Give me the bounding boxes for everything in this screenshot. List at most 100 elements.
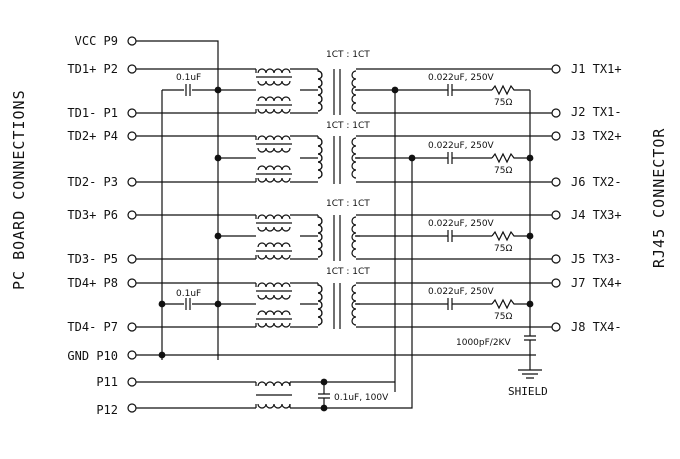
pin-j5: [551, 254, 561, 264]
choke-coil-1-upper: [257, 68, 291, 74]
pin-td2m-p3: [127, 177, 137, 187]
xfmr-secondary-coil-2: [351, 137, 357, 179]
choke-coil-1-b-upper: [257, 96, 291, 102]
choke-out-3: [290, 214, 318, 260]
rj-cap-label-3: 0.022uF, 250V: [428, 219, 495, 229]
pin-p12: [127, 403, 137, 413]
ratio-label-1: 1CT : 1CT: [326, 50, 370, 60]
pin-gnd-p10: [127, 350, 137, 360]
choke-out-1: [290, 68, 318, 114]
xfmr-core-2: [333, 136, 341, 184]
pin-j7: [551, 278, 561, 288]
pin-label-td4p-p8: TD4+ P8: [67, 276, 118, 290]
xfmr-sec-leads-3: [356, 214, 360, 260]
pin-label-td1p-p2: TD1+ P2: [67, 62, 118, 76]
choke-coil-3-b-lower: [257, 254, 291, 260]
choke-coil-3-lower: [257, 226, 291, 232]
res-label-4: 75Ω: [494, 312, 512, 322]
choke-coil-1-b-lower: [257, 108, 291, 114]
pin-td3m-p5: [127, 254, 137, 264]
xfmr-sec-leads-2: [356, 135, 360, 183]
xfmr-primary-coil-3: [317, 216, 323, 258]
left-pin-circles: [127, 36, 137, 413]
cap-label-td1: 0.1uF: [176, 73, 201, 83]
ratio-label-2: 1CT : 1CT: [326, 121, 370, 131]
filter-choke-leads: [255, 382, 291, 408]
choke-out-2: [290, 135, 318, 183]
component-labels: 1CT : 1CT 1CT : 1CT 1CT : 1CT 1CT : 1CT …: [176, 50, 548, 403]
pin-j4: [551, 210, 561, 220]
cap-label-td4: 0.1uF: [176, 289, 201, 299]
rj45-connector-label: RJ45 CONNECTOR: [650, 128, 668, 268]
pin-label-td4m-p7: TD4- P7: [67, 320, 118, 334]
filter-choke-lower: [257, 403, 291, 409]
pin-td3p-p6: [127, 210, 137, 220]
pin-label-j5-tx3m: J5 TX3-: [571, 252, 622, 266]
xfmr-sec-leads-4: [356, 282, 360, 328]
choke-coil-1-lower: [257, 80, 291, 86]
xfmr-secondary-coil-1: [351, 70, 357, 112]
xfmr-core-1: [333, 69, 341, 115]
xfmr-primary-coil-2: [317, 137, 323, 179]
rj-cap-label-4: 0.022uF, 250V: [428, 287, 495, 297]
pin-j8: [551, 322, 561, 332]
xfmr-core-4: [333, 283, 341, 329]
pin-label-j1-tx1p: J1 TX1+: [571, 62, 622, 76]
choke-coil-2-b-upper: [257, 165, 291, 171]
pin-j2: [551, 108, 561, 118]
xfmr-core-3: [333, 215, 341, 261]
pin-j1: [551, 64, 561, 74]
pin-td4m-p7: [127, 322, 137, 332]
pin-label-td3p-p6: TD3+ P6: [67, 208, 118, 222]
pin-label-j3-tx2p: J3 TX2+: [571, 129, 622, 143]
res-label-3: 75Ω: [494, 244, 512, 254]
pin-td1m-p1: [127, 108, 137, 118]
pin-label-td2p-p4: TD2+ P4: [67, 129, 118, 143]
choke-coil-3-b-upper: [257, 242, 291, 248]
pin-label-gnd-p10: GND P10: [67, 349, 118, 363]
choke-coil-4-lower: [257, 294, 291, 300]
pin-p11: [127, 377, 137, 387]
pin-label-j2-tx1m: J2 TX1-: [571, 105, 622, 119]
ratio-label-3: 1CT : 1CT: [326, 199, 370, 209]
shield-cap-label: 1000pF/2KV: [456, 338, 511, 348]
choke-coil-4-b-upper: [257, 310, 291, 316]
choke-coil-2-upper: [257, 135, 291, 141]
pin-label-j4-tx3p: J4 TX3+: [571, 208, 622, 222]
pin-j3: [551, 131, 561, 141]
pin-label-td2m-p3: TD2- P3: [67, 175, 118, 189]
xfmr-primary-coil-4: [317, 284, 323, 326]
transformer-array: [255, 68, 360, 409]
rj-cap-label-1: 0.022uF, 250V: [428, 73, 495, 83]
filter-cap-label: 0.1uF, 100V: [334, 393, 389, 403]
choke-coil-3-upper: [257, 214, 291, 220]
right-pin-labels: J1 TX1+ J2 TX1- J3 TX2+ J6 TX2- J4 TX3+ …: [571, 62, 622, 334]
shield-label: SHIELD: [508, 385, 548, 398]
left-pin-labels: VCC P9 TD1+ P2 TD1- P1 TD2+ P4 TD2- P3 T…: [67, 34, 118, 417]
pc-board-connections-label: PC BOARD CONNECTIONS: [10, 89, 28, 290]
junction-dots: [158, 86, 534, 412]
choke-coil-2-b-lower: [257, 177, 291, 183]
pin-label-td1m-p1: TD1- P1: [67, 106, 118, 120]
pin-td1p-p2: [127, 64, 137, 74]
pin-vcc-p9: [127, 36, 137, 46]
pin-label-vcc-p9: VCC P9: [75, 34, 118, 48]
pin-label-p12: P12: [96, 403, 118, 417]
pin-label-td3m-p5: TD3- P5: [67, 252, 118, 266]
wiring: [132, 40, 556, 409]
xfmr-secondary-coil-3: [351, 216, 357, 258]
rj-cap-label-2: 0.022uF, 250V: [428, 141, 495, 151]
right-pin-circles: [551, 64, 561, 332]
xfmr-secondary-coil-4: [351, 284, 357, 326]
pin-j6: [551, 177, 561, 187]
pin-label-j8-tx4m: J8 TX4-: [571, 320, 622, 334]
ratio-label-4: 1CT : 1CT: [326, 267, 370, 277]
choke-coil-2-lower: [257, 147, 291, 153]
pin-label-j7-tx4p: J7 TX4+: [571, 276, 622, 290]
res-label-2: 75Ω: [494, 166, 512, 176]
res-label-1: 75Ω: [494, 98, 512, 108]
pin-td4p-p8: [127, 278, 137, 288]
xfmr-primary-coil-1: [317, 70, 323, 112]
choke-out-4: [290, 282, 318, 328]
